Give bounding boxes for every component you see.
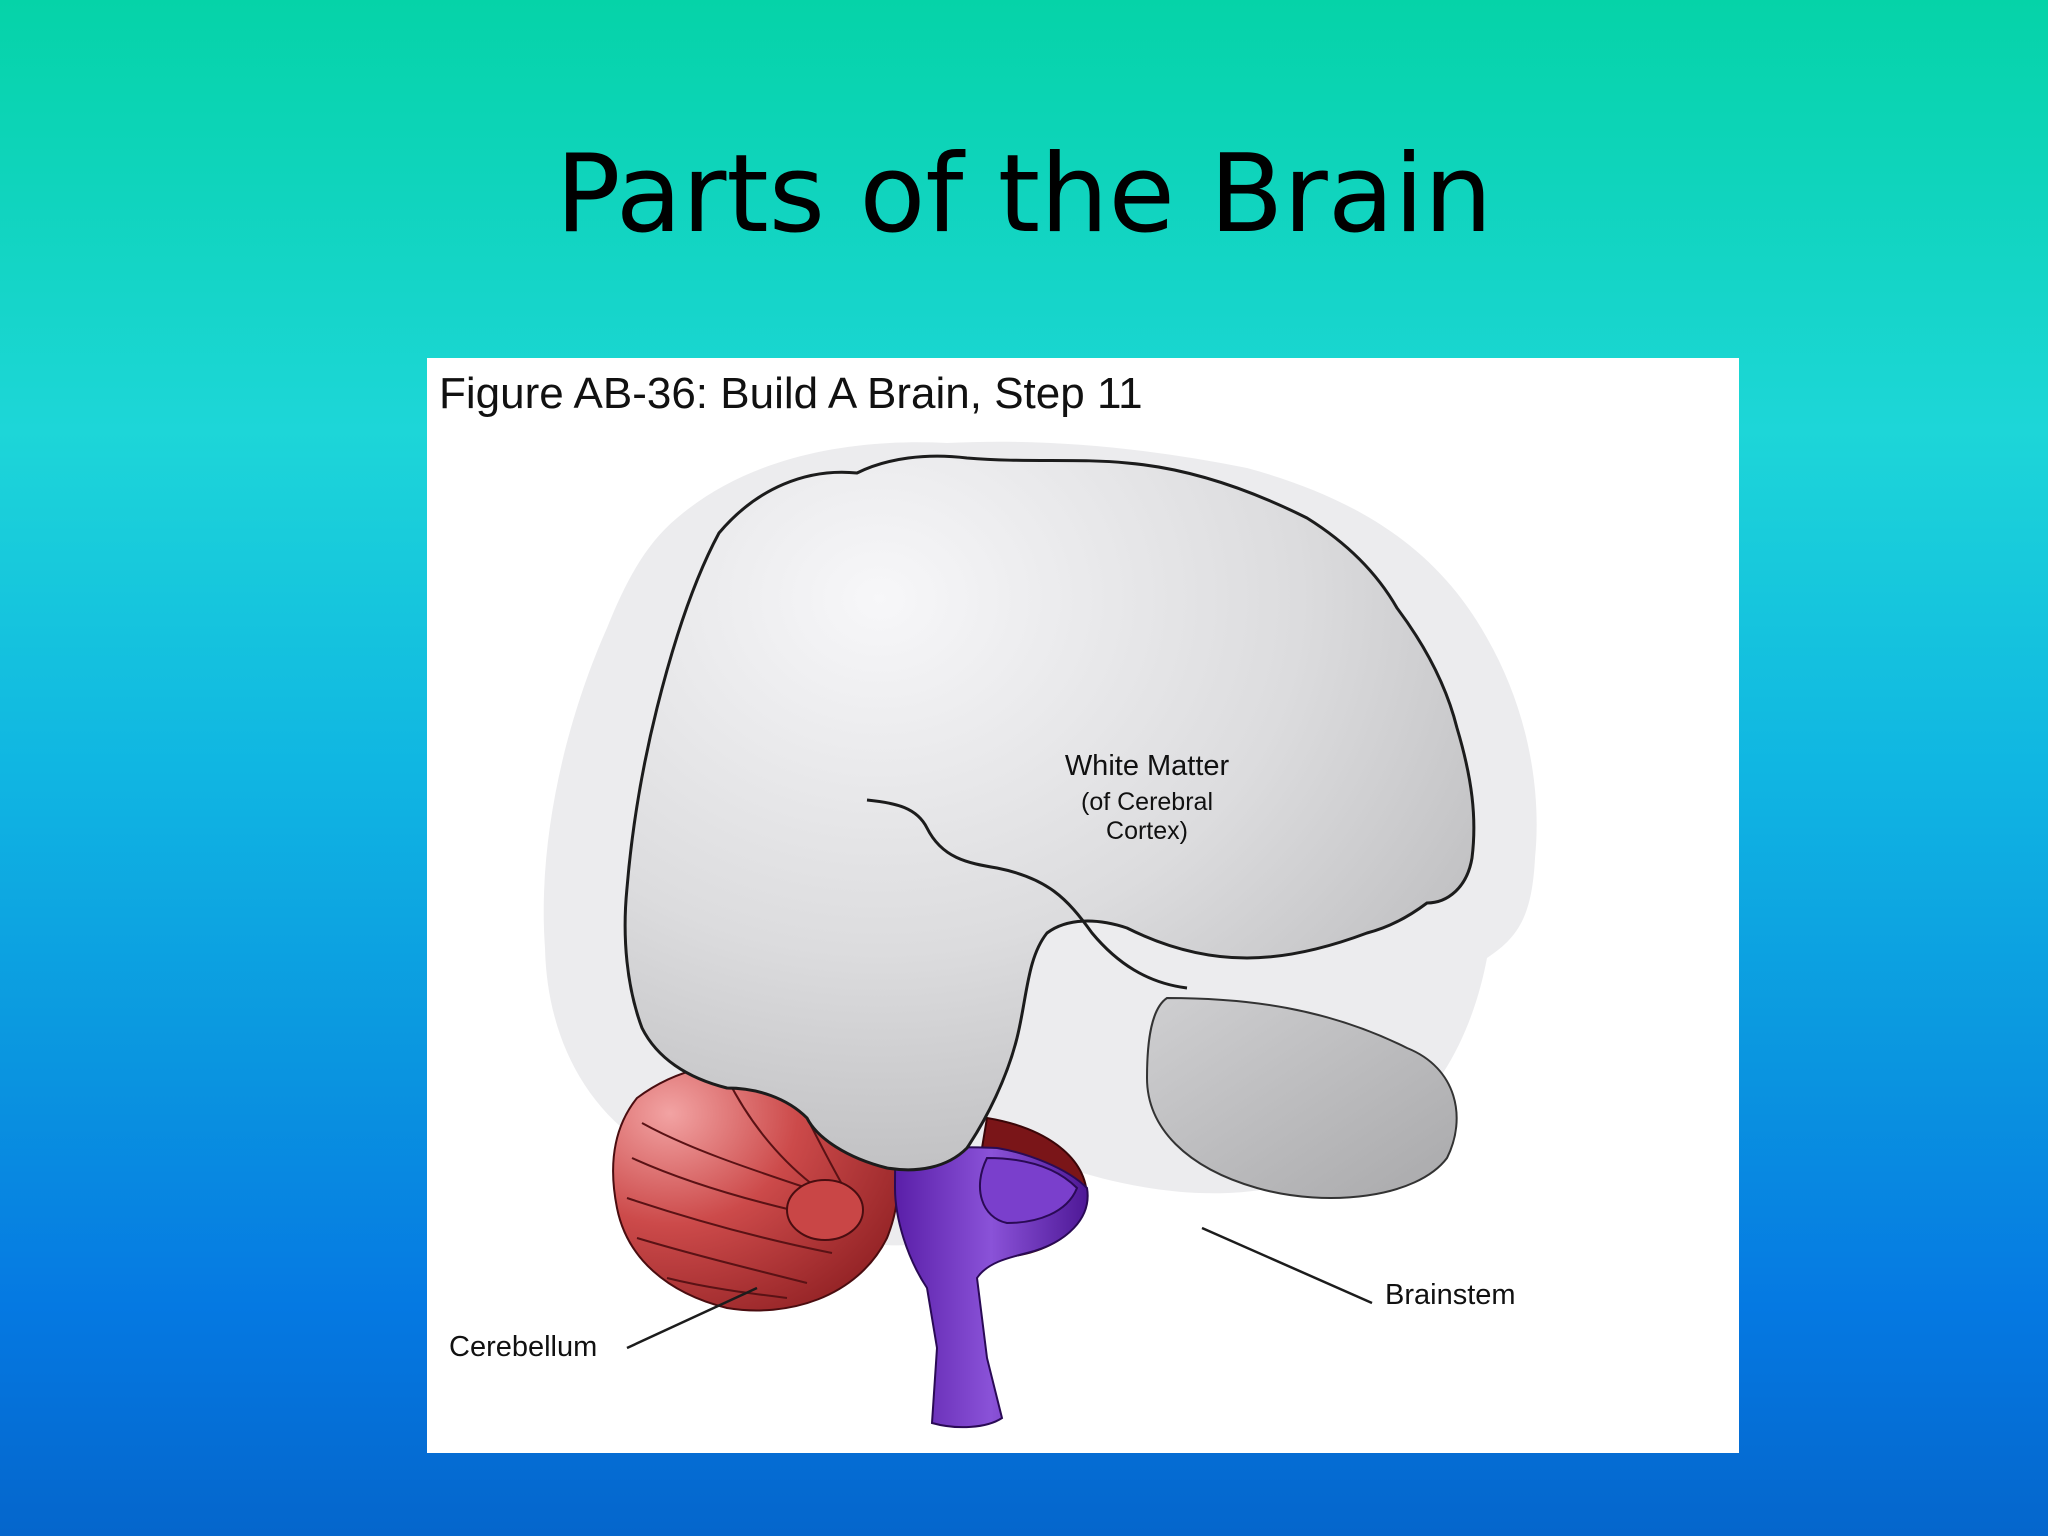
slide-title: Parts of the Brain — [555, 132, 1493, 257]
pons-detail — [978, 1156, 1079, 1225]
white-matter-sublabel-1: (of Cerebral — [1081, 788, 1213, 816]
brainstem-label: Brainstem — [1385, 1279, 1516, 1311]
cerebellum-leader-line — [626, 1286, 758, 1350]
cerebellum-label: Cerebellum — [449, 1331, 597, 1363]
white-matter-label: White Matter — [1065, 750, 1230, 782]
brainstem-leader-line — [1201, 1226, 1373, 1305]
figure-caption: Figure AB-36: Build A Brain, Step 11 — [439, 369, 1143, 418]
lateral-sulcus — [866, 798, 1188, 990]
cerebrum — [623, 454, 1476, 1172]
brain-figure: Figure AB-36: Build A Brain, Step 11 Whi… — [427, 358, 1739, 1453]
brain-diagram: Figure AB-36: Build A Brain, Step 11 Whi… — [439, 369, 1537, 1429]
temporal-lobe — [1145, 996, 1458, 1199]
cerebellum-folia — [626, 1077, 848, 1299]
white-matter-sublabel-2: Cortex) — [1106, 817, 1188, 845]
cerebellum-nodule — [786, 1179, 864, 1241]
